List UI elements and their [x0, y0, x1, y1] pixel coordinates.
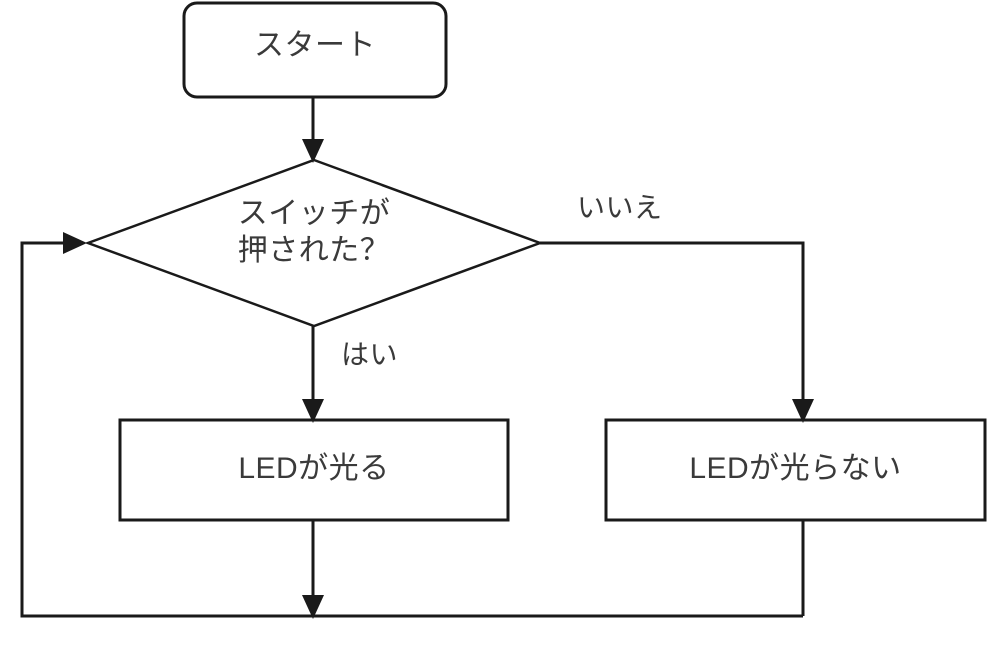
arrowhead-start-to-decision	[302, 139, 324, 163]
node-process-no-shape[interactable]	[604, 418, 987, 522]
arrowhead-yes-to-merge	[302, 595, 324, 619]
node-process-yes-label: LEDが光る	[238, 452, 390, 485]
node-start-label: スタート	[254, 29, 376, 62]
arrowhead-decision-to-yes	[302, 399, 324, 423]
node-process-no-label: LEDが光らない	[689, 452, 902, 485]
edge-label-no: いいえ	[577, 192, 663, 223]
arrowhead-decision-to-no	[792, 399, 814, 423]
edge-decision-to-no	[540, 241, 805, 408]
edge-merge-to-decision-loop	[20, 241, 803, 618]
node-decision-label: スイッチが 押された？	[237, 197, 391, 267]
arrowhead-loop-to-decision	[63, 232, 87, 254]
edge-label-yes: はい	[341, 339, 399, 370]
node-process-yes-shape[interactable]	[118, 418, 510, 522]
node-start-shape[interactable]	[182, 1, 448, 99]
